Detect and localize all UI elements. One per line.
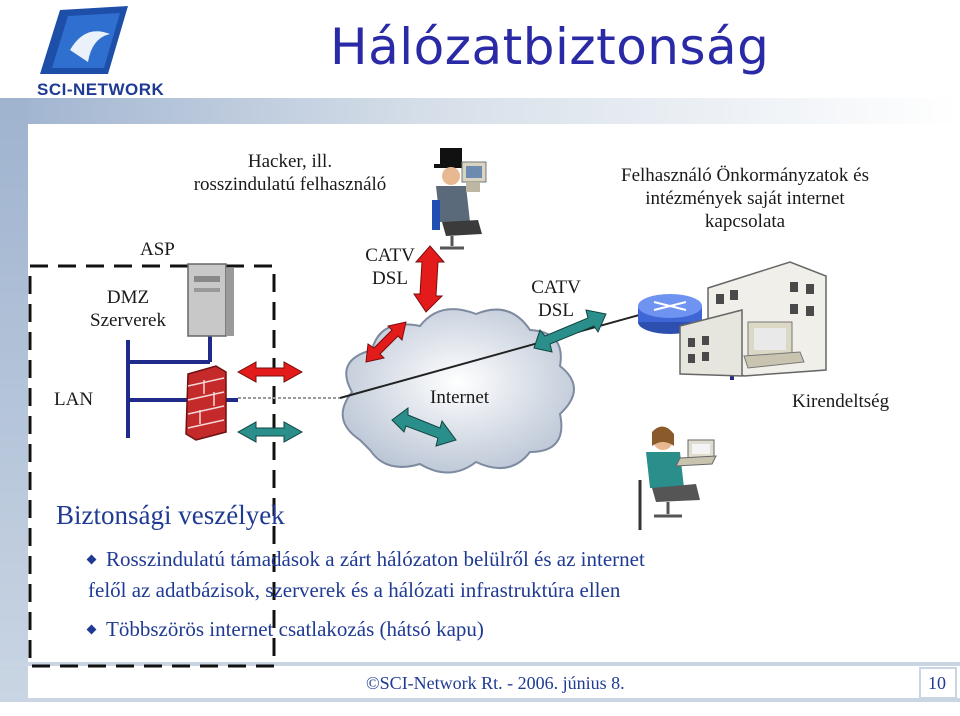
page-title: Hálózatbiztonság: [330, 18, 770, 76]
hacker-icon: [432, 148, 487, 250]
threat-item: Rosszindulatú támadások a zárt hálózaton…: [86, 547, 645, 602]
building-icon: [679, 261, 827, 377]
page-number-box: [919, 667, 957, 699]
user-connection-label: Felhasználó Önkormányzatok és intézménye…: [621, 165, 869, 232]
lan-label: LAN: [54, 389, 94, 410]
firewall-icon: [185, 365, 227, 441]
dmz-border: [28, 264, 276, 668]
user-icon: [638, 426, 717, 530]
logo-text: SCI-NETWORK: [37, 80, 165, 99]
footer-band-bottom: [0, 698, 960, 702]
page-number: 10: [928, 673, 946, 693]
teal-branch-arrow-icon: [533, 309, 607, 353]
dmz-label: DMZ Szerverek: [90, 287, 166, 331]
teal-double-arrow-icon: [236, 421, 304, 443]
logo-icon: [40, 6, 128, 74]
red-diagonal-arrow-icon: [365, 321, 407, 363]
threats-title: Biztonsági veszélyek: [56, 500, 285, 530]
internet-label: Internet: [430, 387, 490, 408]
red-vertical-arrow-icon: [413, 245, 446, 313]
asp-label: ASP: [140, 239, 175, 260]
threat-item: Többszörös internet csatlakozás (hátsó k…: [86, 614, 866, 645]
hacker-label: Hacker, ill. rosszindulatú felhasználó: [193, 151, 387, 195]
teal-internet-arrow-icon: [391, 407, 457, 447]
footer-text: ©SCI-Network Rt. - 2006. június 8.: [366, 673, 625, 693]
server-icon: [187, 263, 234, 337]
red-double-arrow-icon: [236, 361, 304, 383]
footer-band-top: [0, 662, 960, 666]
header-band: [0, 98, 960, 124]
catv-dsl-left-label: CATV DSL: [365, 245, 415, 289]
branch-label: Kirendeltség: [792, 391, 890, 412]
left-band: [0, 98, 28, 698]
catv-dsl-right-label: CATV DSL: [531, 277, 581, 321]
computer-icon: [743, 321, 805, 369]
